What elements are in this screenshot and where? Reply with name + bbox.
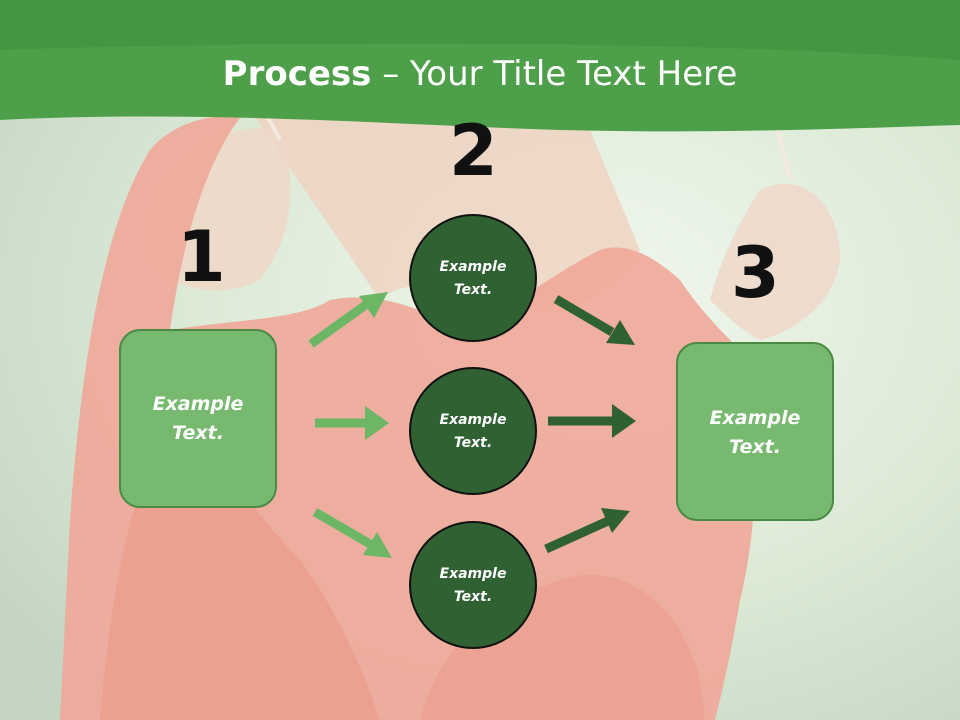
middle-circle-line1: Example bbox=[439, 412, 507, 428]
top-process-circle[interactable] bbox=[409, 214, 537, 342]
step-number-2: 2 bbox=[449, 110, 498, 192]
arrow-from-top-circle bbox=[553, 295, 635, 345]
slide-title[interactable]: Process – Your Title Text Here bbox=[0, 52, 960, 96]
step-number-3: 3 bbox=[731, 232, 780, 314]
arrow-to-top-circle bbox=[308, 292, 388, 348]
top-circle-line1: Example bbox=[439, 259, 507, 275]
bottom-circle-line1: Example bbox=[439, 566, 507, 582]
bottom-circle-label: Example Text. bbox=[410, 563, 536, 609]
middle-process-circle[interactable] bbox=[409, 367, 537, 495]
right-box-line1: Example bbox=[709, 407, 801, 429]
top-circle-label: Example Text. bbox=[410, 256, 536, 302]
top-circle-line2: Text. bbox=[453, 282, 493, 298]
left-process-box[interactable] bbox=[119, 329, 277, 508]
title-strong: Process bbox=[222, 54, 372, 94]
middle-circle-label: Example Text. bbox=[410, 409, 536, 455]
arrow-to-middle-circle bbox=[315, 406, 389, 440]
right-box-label: Example Text. bbox=[677, 404, 833, 462]
arrow-from-bottom-circle bbox=[544, 508, 630, 554]
bottom-circle-line2: Text. bbox=[453, 589, 493, 605]
arrow-to-bottom-circle bbox=[312, 508, 392, 558]
left-box-label: Example Text. bbox=[120, 390, 276, 448]
left-box-line2: Text. bbox=[172, 422, 224, 444]
arrow-from-middle-circle bbox=[548, 404, 636, 438]
step-number-1: 1 bbox=[177, 216, 226, 298]
title-rest: Your Title Text Here bbox=[410, 54, 738, 94]
left-box-line1: Example bbox=[152, 393, 244, 415]
middle-circle-line2: Text. bbox=[453, 435, 493, 451]
bottom-process-circle[interactable] bbox=[409, 521, 537, 649]
right-process-box[interactable] bbox=[676, 342, 834, 521]
title-dash: – bbox=[371, 54, 411, 94]
right-box-line2: Text. bbox=[729, 436, 781, 458]
